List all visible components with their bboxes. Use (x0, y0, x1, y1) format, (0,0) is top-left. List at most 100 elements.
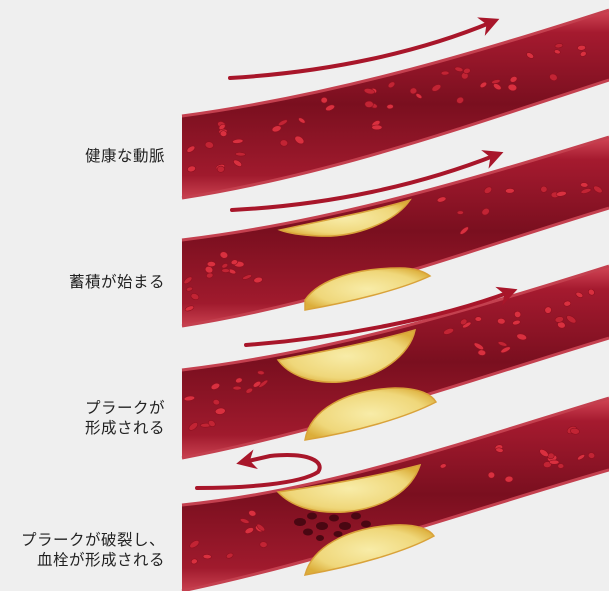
vessel-plaque (181, 264, 609, 460)
vessel-rim-top (181, 8, 609, 118)
blood-cell (244, 527, 254, 534)
blood-cell (183, 395, 196, 402)
blood-cell (386, 104, 394, 110)
blood-cell (242, 274, 252, 280)
blood-cells (183, 43, 603, 565)
blood-cell (557, 321, 566, 329)
blood-cell (507, 83, 518, 92)
blood-cell (554, 43, 564, 49)
blood-cell (460, 318, 468, 326)
blood-cell (505, 188, 515, 194)
vessel-healthy (181, 8, 609, 200)
blood-cell (225, 552, 234, 559)
blood-cell (206, 261, 216, 268)
blood-cell (493, 83, 502, 91)
blood-cell (253, 276, 263, 284)
blood-cell (477, 349, 486, 356)
blood-cell (230, 259, 238, 265)
blood-cell (233, 159, 243, 167)
blood-cell (580, 182, 589, 188)
stage-label-rupture: プラークが破裂し、 血栓が形成される (21, 530, 165, 570)
blood-cell (440, 70, 450, 76)
blood-cell (186, 145, 196, 153)
vessel-body (182, 10, 609, 198)
blood-cell (232, 385, 242, 391)
blood-cell (549, 459, 560, 465)
blood-cell (364, 100, 374, 108)
blood-cell (473, 342, 484, 351)
blood-cell (539, 449, 549, 457)
blood-cell (436, 196, 447, 203)
blood-cell (258, 379, 269, 388)
stage-label-line: プラークが破裂し、 (20, 531, 165, 549)
blood-cell (235, 152, 246, 157)
blood-cell (509, 76, 518, 83)
blood-cell (544, 306, 552, 314)
blood-cell (186, 286, 193, 292)
blood-cell (495, 447, 504, 453)
blood-cell (443, 328, 454, 335)
stage-label-line: 蓄積が始まる (68, 273, 165, 291)
blood-cell (557, 463, 565, 469)
blood-cell (252, 381, 262, 388)
plaque-top (276, 328, 416, 383)
blood-cell (189, 540, 200, 549)
blood-cell (245, 387, 253, 394)
blood-cell (454, 66, 464, 72)
blood-cell (555, 190, 567, 197)
vessel-buildup (181, 135, 609, 328)
blood-cell (500, 346, 511, 354)
blood-cell (497, 341, 508, 347)
blood-cell (183, 276, 193, 285)
blood-cell (456, 96, 464, 104)
blood-cell (580, 51, 587, 57)
blood-cell (294, 135, 305, 145)
blood-cell (325, 104, 335, 112)
blood-cell (588, 288, 595, 296)
vessel-body (182, 137, 609, 326)
vessel-rim-bottom (181, 78, 609, 200)
blood-cell (221, 263, 229, 269)
blood-cell (256, 523, 266, 532)
blood-cell (184, 305, 195, 312)
blood-cell (387, 81, 396, 89)
blood-cell (298, 117, 306, 124)
blood-cell (483, 186, 493, 194)
blood-cell (212, 399, 220, 406)
blood-cell (526, 52, 534, 59)
blood-cell (257, 370, 265, 375)
flow-arrow-healthy (228, 17, 500, 80)
stage-label-healthy: 健康な動脈 (85, 146, 165, 166)
blood-cell (570, 427, 580, 435)
blood-cell (259, 541, 268, 548)
blood-cell (514, 310, 522, 318)
blood-cell (516, 333, 527, 341)
vessel-rim-top (181, 135, 609, 242)
blood-cell (190, 558, 198, 565)
thrombus-clot (294, 512, 371, 541)
blood-cell (208, 420, 216, 427)
blood-cell (456, 210, 464, 215)
blood-cell (221, 268, 230, 273)
blood-cell (248, 510, 257, 517)
blood-cell (474, 316, 482, 322)
blood-cell (566, 315, 577, 324)
stage-label-line: 血栓が形成される (36, 551, 165, 569)
blood-cell (202, 554, 212, 560)
blood-cell (577, 454, 586, 461)
blood-cell (409, 87, 418, 95)
blood-cell (563, 300, 572, 307)
vessel-rim-top (181, 264, 609, 372)
blood-cell (459, 226, 469, 235)
blood-cell (214, 407, 226, 415)
blood-cell (187, 165, 196, 173)
blood-cell (554, 316, 564, 323)
blood-cell (235, 377, 243, 384)
blood-cell (580, 188, 592, 194)
blood-cell (218, 123, 226, 131)
blood-cell (497, 317, 506, 325)
flow-arrow-plaque (244, 286, 518, 347)
blood-cell (431, 84, 442, 92)
blood-cell (363, 88, 376, 95)
